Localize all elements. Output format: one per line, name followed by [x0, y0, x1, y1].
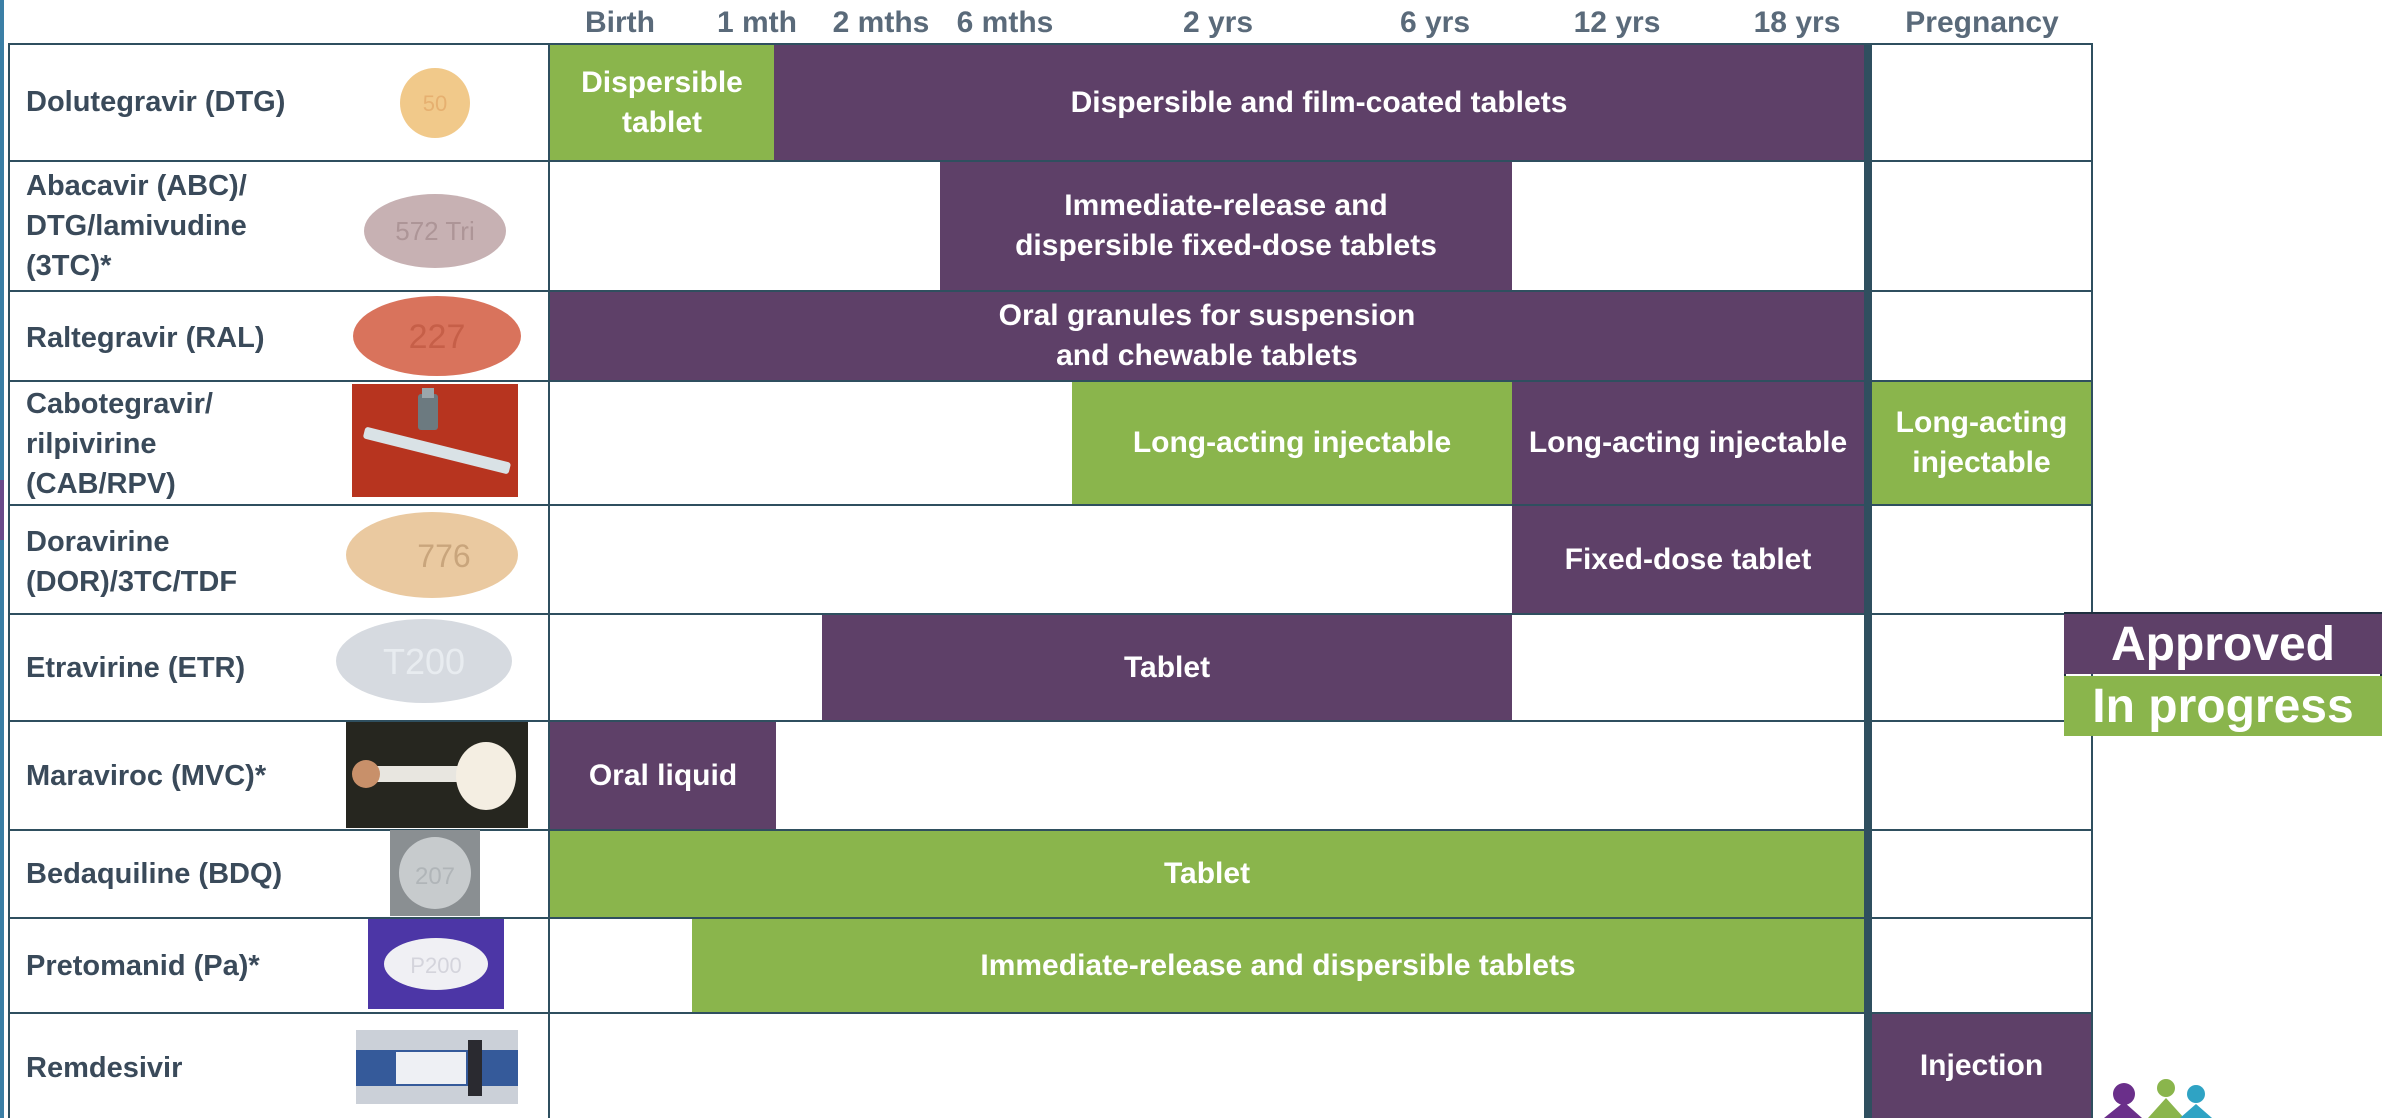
pregnancy-separator [1864, 44, 1872, 1118]
drug-name-etr: Etravirine (ETR) [26, 652, 246, 684]
bar-remdesivir-injection: Injection [1872, 1014, 2091, 1118]
grid-line [8, 613, 2093, 615]
grid-line [8, 504, 2093, 506]
logo-icon [2104, 1074, 2304, 1118]
grey-round-pill-icon: 207 [390, 830, 480, 916]
drug-name-mvc: Maraviroc (MVC)* [26, 760, 267, 792]
orange-oval-pill-icon: 227 [350, 294, 524, 378]
grid-line [8, 160, 2093, 162]
header-2-years: 2 yrs [1182, 6, 1254, 39]
bar-bdq-tablet: Tablet [550, 831, 1864, 917]
header-6-months: 6 mths [956, 6, 1054, 39]
grid-line [8, 1012, 2093, 1014]
drug-name-remdesivir: Remdesivir [26, 1052, 183, 1084]
edge-accent-top [0, 0, 4, 480]
bar-etr-tablet: Tablet [822, 615, 1512, 720]
header-12-years: 12 yrs [1573, 6, 1661, 39]
header-1-month: 1 mth [716, 6, 798, 39]
header-birth: Birth [585, 6, 655, 39]
grid-line-top [8, 43, 2093, 45]
bar-ral-oral-granules: Oral granules for suspension and chewabl… [550, 292, 1864, 380]
tan-oval-pill-icon: 776 [344, 510, 520, 600]
drug-name-dor: Doravirine (DOR)/3TC/TDF [26, 526, 238, 598]
edge-accent-mid [0, 480, 4, 540]
oral-syringe-photo [346, 722, 528, 828]
header-6-years: 6 yrs [1399, 6, 1471, 39]
svg-text:P200: P200 [410, 953, 461, 978]
syringe-photo [352, 384, 518, 497]
header-pregnancy: Pregnancy [1905, 6, 2059, 39]
bar-mvc-oral-liquid: Oral liquid [550, 722, 776, 829]
drug-name-cab: Cabotegravir/ rilpivirine (CAB/RPV) [26, 388, 213, 500]
svg-text:227: 227 [409, 318, 466, 356]
bar-dtg-dispersible-tablet: Dispersible tablet [550, 45, 774, 160]
legend-approved: Approved [2064, 614, 2382, 674]
svg-text:776: 776 [417, 538, 470, 574]
svg-text:50: 50 [423, 91, 447, 116]
bar-abc-fixed-dose-tablets: Immediate-release and dispersible fixed-… [940, 162, 1512, 290]
svg-text:207: 207 [415, 863, 455, 890]
legend-in-progress: In progress [2064, 676, 2382, 736]
drug-name-abc: Abacavir (ABC)/ DTG/lamivudine (3TC)* [26, 170, 247, 282]
grid-line-label-divider [548, 43, 550, 1118]
drug-name-pa: Pretomanid (Pa)* [26, 950, 260, 982]
vial-photo [356, 1030, 518, 1104]
grid-line [8, 829, 2093, 831]
grid-line-left [8, 43, 10, 1118]
grid-line [8, 720, 2093, 722]
bar-dor-fixed-dose-tablet: Fixed-dose tablet [1512, 506, 1864, 613]
bar-cab-injectable-pregnancy: Long-acting injectable [1872, 382, 2091, 504]
header-2-months: 2 mths [832, 6, 930, 39]
bar-pa-tablets: Immediate-release and dispersible tablet… [692, 919, 1864, 1012]
white-oval-pill-icon: T200 [334, 616, 514, 706]
edge-accent-bottom [0, 540, 4, 1118]
white-pill-on-purple-icon: P200 [368, 919, 504, 1009]
bar-cab-injectable-approved: Long-acting injectable [1512, 382, 1864, 504]
bar-dtg-film-coated-tablets: Dispersible and film-coated tablets [774, 45, 1864, 160]
yellow-pill-icon: 50 [398, 66, 472, 140]
header-18-years: 18 yrs [1753, 6, 1841, 39]
drug-name-bdq: Bedaquiline (BDQ) [26, 858, 283, 890]
bar-cab-injectable-in-progress: Long-acting injectable [1072, 382, 1512, 504]
drug-name-ral: Raltegravir (RAL) [26, 322, 265, 354]
svg-text:T200: T200 [383, 641, 465, 682]
grid-line [8, 380, 2093, 382]
grid-line [8, 290, 2093, 292]
grid-line [8, 917, 2093, 919]
drug-name-dtg: Dolutegravir (DTG) [26, 86, 286, 118]
grid-line-right [2091, 43, 2093, 1118]
pink-oval-pill-icon: 572 Tri [362, 192, 508, 270]
svg-text:572 Tri: 572 Tri [395, 216, 475, 246]
